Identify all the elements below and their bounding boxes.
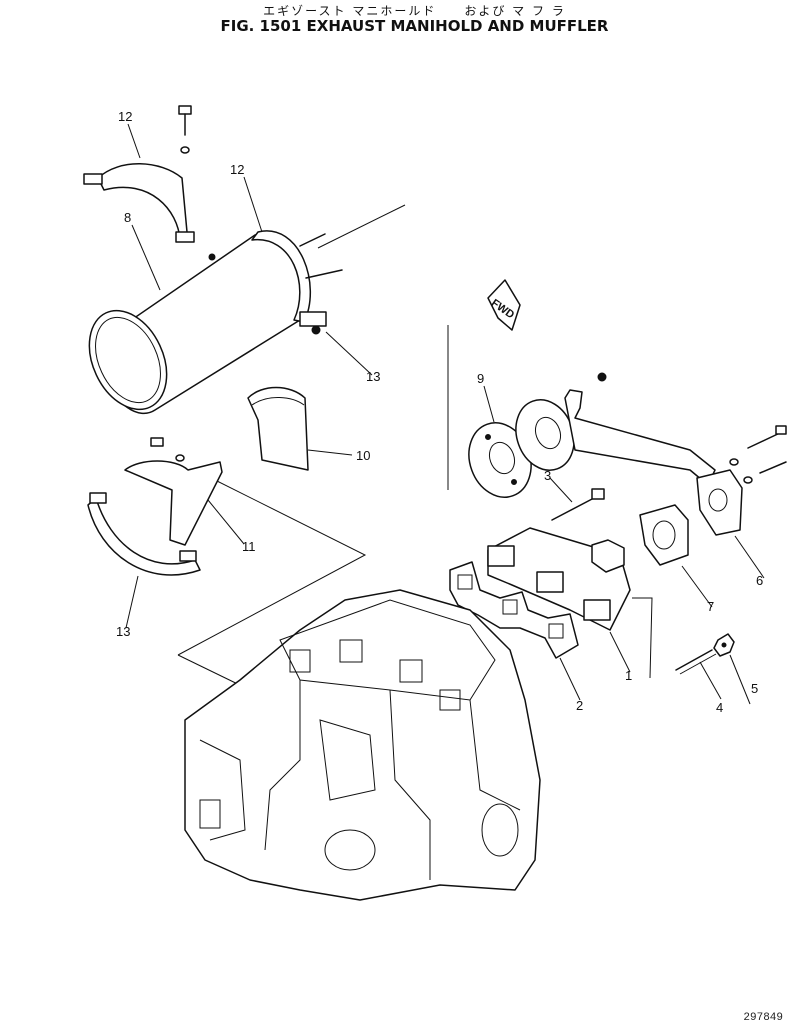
callout-12-muffler-band: 12 <box>230 162 244 177</box>
callout-13-clamp: 13 <box>366 369 380 384</box>
callout-6: 6 <box>756 573 763 588</box>
reference-lines <box>177 204 653 691</box>
callout-11: 11 <box>242 539 256 554</box>
stud-and-nut <box>675 633 735 675</box>
engine-block <box>184 589 541 901</box>
callout-4: 4 <box>716 700 723 715</box>
callout-9: 9 <box>477 371 484 386</box>
callout-8: 8 <box>124 210 131 225</box>
callout-numbers: 1 2 3 4 5 6 7 8 9 10 11 12 12 13 13 <box>116 109 763 715</box>
figure-title: FIG. 1501 EXHAUST MANIHOLD AND MUFFLER <box>220 17 609 35</box>
callout-12-upper-band: 12 <box>118 109 132 124</box>
lower-bracket <box>124 437 223 546</box>
callout-10: 10 <box>356 448 370 463</box>
muffler <box>88 230 343 415</box>
leader-lines <box>125 123 765 705</box>
manifold-bolt <box>551 488 605 521</box>
callout-3: 3 <box>544 468 551 483</box>
pipe-bolts <box>729 425 787 484</box>
callout-1: 1 <box>625 668 632 683</box>
pipe-gasket <box>639 504 689 566</box>
upper-muffler-band <box>83 163 195 243</box>
fwd-arrow: FWD <box>487 279 521 331</box>
callout-5: 5 <box>751 681 758 696</box>
title-japanese: エギゾースト マニホールド および マ フ ラ <box>263 4 566 18</box>
exhaust-manifold <box>487 527 631 631</box>
drawing-code: 297849 <box>743 1012 783 1024</box>
muffler-bracket <box>247 386 309 471</box>
lower-muffler-band <box>87 492 201 576</box>
callout-2: 2 <box>576 698 583 713</box>
exhaust-pipe <box>515 372 743 536</box>
callout-7: 7 <box>707 599 714 614</box>
top-bolt <box>178 105 192 154</box>
callout-13-lower-band: 13 <box>116 624 130 639</box>
